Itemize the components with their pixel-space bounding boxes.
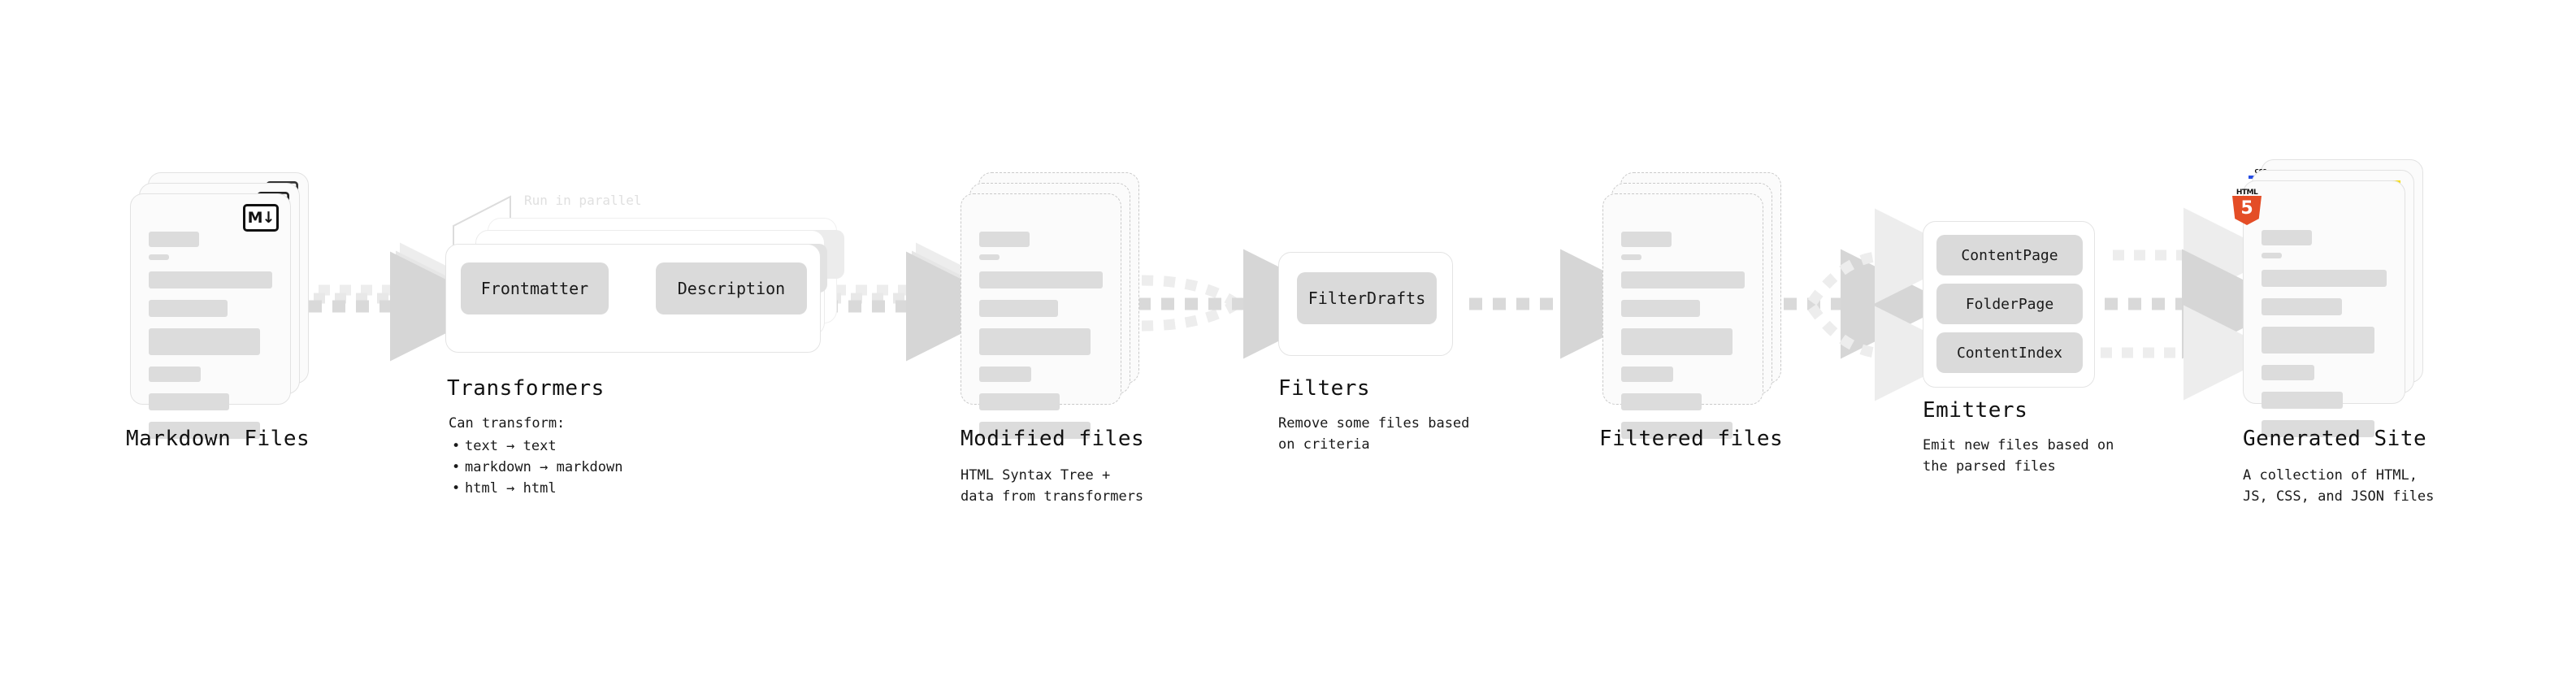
skeleton-line bbox=[149, 271, 272, 288]
modified-file-stack bbox=[961, 172, 1139, 439]
skeleton-line bbox=[979, 367, 1031, 382]
stage-title-emitters: Emitters bbox=[1923, 398, 2028, 423]
stage-desc-filters: Remove some files based on criteria bbox=[1278, 415, 1470, 453]
html5-badge-shield bbox=[2232, 196, 2262, 225]
skeleton-line bbox=[1621, 254, 1641, 260]
skeleton-line bbox=[979, 300, 1059, 317]
stage-title-transformers: Transformers bbox=[447, 376, 605, 401]
stage-filtered-files bbox=[1602, 172, 1781, 439]
skeleton-line bbox=[2262, 327, 2374, 354]
skeleton-line bbox=[1621, 367, 1673, 382]
skeleton-line bbox=[149, 422, 260, 439]
skeleton-line bbox=[2262, 253, 2282, 258]
transformers-capability-list: Can transform: text → text markdown → ma… bbox=[449, 413, 622, 499]
skeleton-line bbox=[1621, 393, 1702, 410]
skeleton-line bbox=[2262, 230, 2312, 245]
skeleton-line bbox=[2262, 270, 2387, 287]
capability-heading: Can transform: bbox=[449, 415, 566, 432]
skeleton-line bbox=[1621, 422, 1733, 439]
skeleton-line bbox=[149, 367, 201, 382]
stage-title-generated-site: Generated Site bbox=[2243, 427, 2427, 451]
skeleton-line bbox=[1621, 328, 1733, 355]
transformer-node-label: Description bbox=[677, 279, 786, 298]
stage-title-filters: Filters bbox=[1278, 376, 1371, 401]
filtered-file-stack bbox=[1602, 172, 1781, 439]
stage-generated-site: CSS HTML bbox=[2232, 159, 2430, 437]
stage-desc-emitters: Emit new files based on the parsed files bbox=[1923, 437, 2114, 475]
file-content-skeleton bbox=[2262, 230, 2387, 445]
file-card-front: HTML bbox=[2232, 180, 2405, 437]
transformer-box-front: Frontmatter Description bbox=[445, 244, 821, 353]
transformer-node-description[interactable]: Description bbox=[656, 262, 807, 314]
stage-desc-modified-files: HTML Syntax Tree + data from transformer… bbox=[961, 467, 1144, 505]
stage-markdown-files: M↓ M↓ M↓ bbox=[130, 172, 309, 439]
html5-badge: HTML bbox=[2232, 189, 2262, 225]
skeleton-line bbox=[149, 393, 229, 410]
skeleton-line bbox=[979, 328, 1091, 355]
generated-site-file-stack: CSS HTML bbox=[2232, 159, 2430, 437]
skeleton-line bbox=[1621, 300, 1701, 317]
connector-transformers-to-modified bbox=[825, 242, 1016, 362]
connector-emitters-to-site bbox=[2101, 207, 2292, 401]
stage-title-modified-files: Modified files bbox=[961, 427, 1145, 451]
capability-item: text → text bbox=[452, 436, 622, 457]
skeleton-line bbox=[979, 393, 1060, 410]
filters-box: FilterDrafts bbox=[1278, 252, 1453, 356]
file-content-skeleton bbox=[979, 232, 1103, 446]
markdown-file-stack: M↓ M↓ M↓ bbox=[130, 172, 309, 439]
stage-desc-generated-site: A collection of HTML, JS, CSS, and JSON … bbox=[2243, 467, 2435, 505]
skeleton-line bbox=[2262, 365, 2314, 380]
file-content-skeleton bbox=[1621, 232, 1745, 446]
filter-node-label: FilterDrafts bbox=[1308, 288, 1426, 308]
stage-title-filtered-files: Filtered files bbox=[1599, 427, 1784, 451]
emitter-node-label: ContentIndex bbox=[1956, 344, 2063, 362]
skeleton-line bbox=[1621, 232, 1672, 247]
file-card-front: M↓ bbox=[130, 193, 291, 439]
markdown-badge: M↓ bbox=[243, 204, 279, 232]
skeleton-line bbox=[149, 254, 169, 260]
skeleton-line bbox=[149, 232, 199, 247]
run-in-parallel-annotation: Run in parallel bbox=[524, 193, 642, 208]
emitters-box: ContentPage FolderPage ContentIndex bbox=[1923, 221, 2095, 388]
transformer-node-label: Frontmatter bbox=[480, 279, 589, 298]
file-content-skeleton bbox=[149, 232, 272, 446]
transformer-node-frontmatter[interactable]: Frontmatter bbox=[461, 262, 609, 314]
file-card-front bbox=[1602, 193, 1763, 439]
emitter-node-contentindex[interactable]: ContentIndex bbox=[1936, 332, 2083, 373]
skeleton-line bbox=[979, 254, 1000, 260]
skeleton-line bbox=[2262, 298, 2342, 315]
skeleton-line bbox=[2262, 420, 2374, 437]
skeleton-line bbox=[979, 232, 1030, 247]
emitter-node-label: FolderPage bbox=[1965, 295, 2054, 313]
emitter-node-folderpage[interactable]: FolderPage bbox=[1936, 284, 2083, 324]
emitter-node-contentpage[interactable]: ContentPage bbox=[1936, 235, 2083, 275]
skeleton-line bbox=[2262, 392, 2344, 409]
skeleton-line bbox=[149, 328, 260, 355]
stage-modified-files bbox=[961, 172, 1139, 439]
file-card-front bbox=[961, 193, 1121, 439]
filter-node-filterdrafts[interactable]: FilterDrafts bbox=[1297, 272, 1437, 324]
stage-title-markdown-files: Markdown Files bbox=[126, 427, 310, 451]
connector-filtered-to-emitters bbox=[1784, 208, 1970, 401]
skeleton-line bbox=[149, 300, 228, 317]
skeleton-line bbox=[1621, 271, 1745, 288]
capability-item: markdown → markdown bbox=[452, 457, 623, 478]
html5-badge-label: HTML bbox=[2236, 189, 2258, 197]
skeleton-line bbox=[979, 271, 1103, 288]
emitter-node-label: ContentPage bbox=[1961, 246, 2058, 264]
skeleton-line bbox=[979, 422, 1091, 439]
connector-modified-to-filters bbox=[1138, 249, 1353, 359]
connector-md-to-transformers bbox=[309, 242, 500, 362]
capability-item: html → html bbox=[452, 478, 622, 499]
